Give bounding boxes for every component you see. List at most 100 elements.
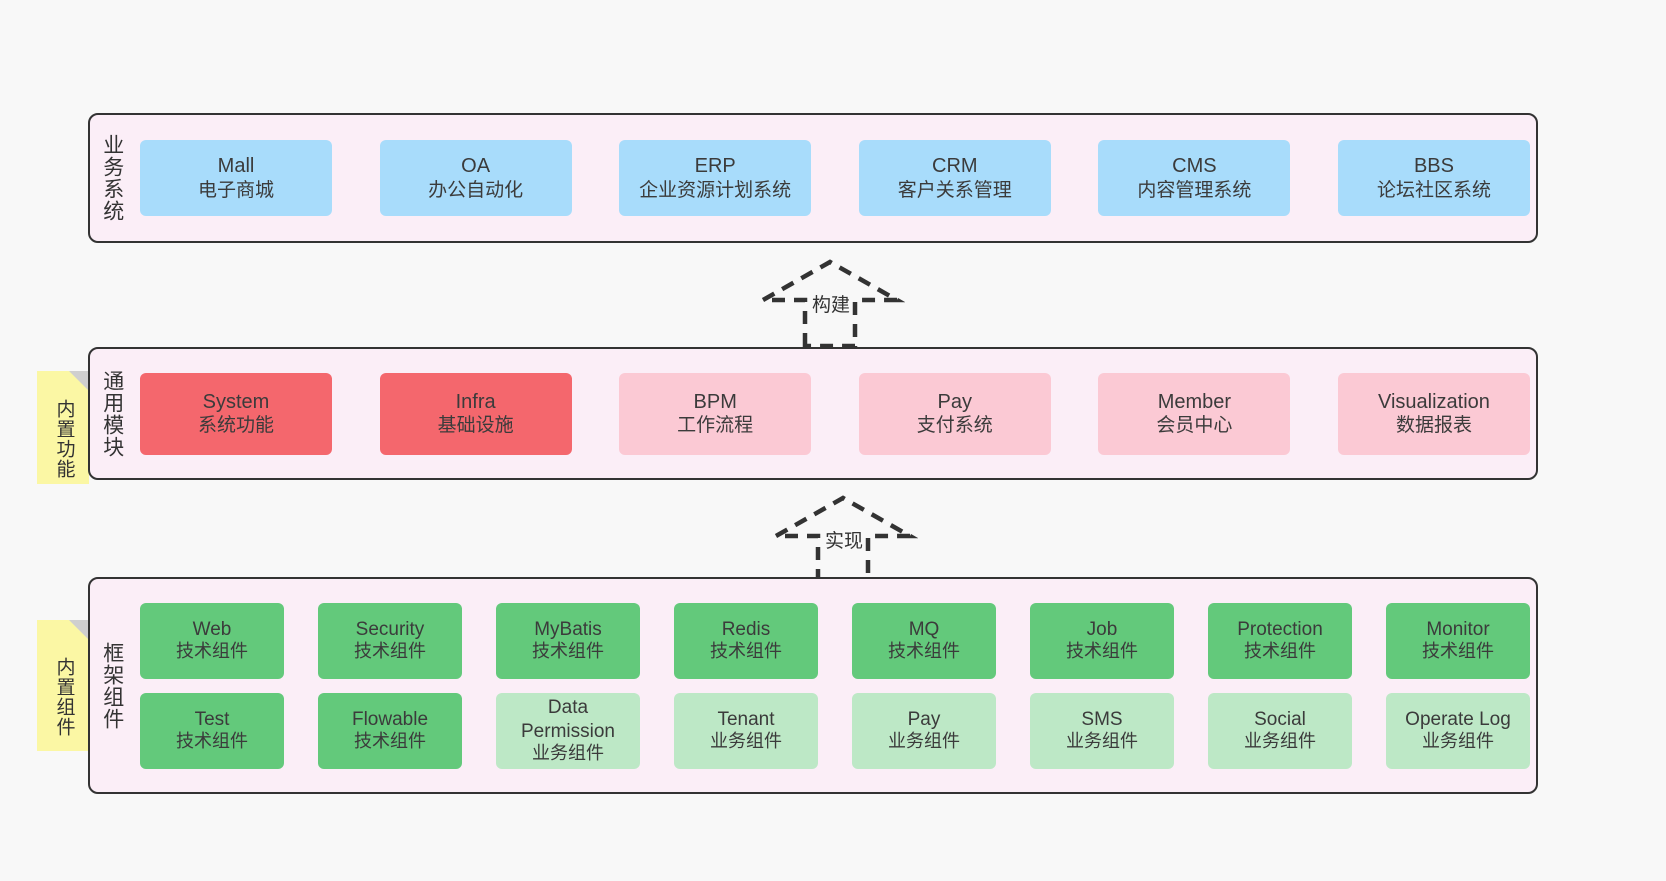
component-row-2: Test 技术组件 Flowable 技术组件 Data Permission … (140, 692, 1530, 769)
card-erp[interactable]: ERP 企业资源计划系统 (619, 140, 812, 216)
card-security[interactable]: Security 技术组件 (318, 602, 462, 679)
card-title-en: ERP (694, 155, 736, 178)
sticky-fold-corner (69, 620, 89, 640)
arrow-build-label: 构建 (812, 295, 851, 316)
layer-body-common-module: System 系统功能 Infra 基础设施 BPM 工作流程 Pay 支付系统… (134, 349, 1536, 478)
card-title-cn: 企业资源计划系统 (639, 179, 792, 201)
layer-framework-component: 框架组件 Web 技术组件 Security 技术组件 MyBatis 技术组件 (88, 577, 1538, 794)
card-title-cn: 业务组件 (1066, 731, 1138, 752)
card-title-cn: 业务组件 (532, 742, 604, 763)
card-cms[interactable]: CMS 内容管理系统 (1098, 140, 1291, 216)
card-title-cn: 业务组件 (710, 731, 782, 752)
card-title-cn: 技术组件 (1422, 641, 1494, 662)
card-title-en: Security (355, 618, 425, 640)
card-title-en: Data Permission (521, 697, 615, 742)
card-title-en: Operate Log (1405, 708, 1511, 730)
card-title-en: MQ (908, 618, 940, 640)
card-pay-module[interactable]: Pay 支付系统 (858, 372, 1051, 455)
card-oa[interactable]: OA 办公自动化 (379, 140, 572, 216)
arrow-build-shape (754, 259, 906, 349)
card-redis[interactable]: Redis 技术组件 (674, 602, 818, 679)
component-rows: Web 技术组件 Security 技术组件 MyBatis 技术组件 Redi… (140, 589, 1530, 783)
card-title-cn: 技术组件 (176, 641, 248, 662)
card-title-cn: 技术组件 (176, 731, 248, 752)
card-bbs[interactable]: BBS 论坛社区系统 (1337, 140, 1530, 216)
card-pay-component[interactable]: Pay 业务组件 (852, 692, 996, 769)
card-test[interactable]: Test 技术组件 (140, 692, 284, 769)
card-tenant[interactable]: Tenant 业务组件 (674, 692, 818, 769)
card-title-en: Social (1254, 708, 1306, 730)
card-sms[interactable]: SMS 业务组件 (1030, 692, 1174, 769)
card-title-cn: 支付系统 (916, 415, 993, 437)
sticky-fold-corner (69, 371, 89, 391)
card-social[interactable]: Social 业务组件 (1208, 692, 1352, 769)
card-title-en: Visualization (1378, 390, 1490, 413)
card-protection[interactable]: Protection 技术组件 (1208, 602, 1352, 679)
sticky-note-text: 内置功能 (53, 398, 75, 479)
card-monitor[interactable]: Monitor 技术组件 (1386, 602, 1530, 679)
card-title-en: System (202, 390, 270, 413)
card-system[interactable]: System 系统功能 (140, 372, 332, 455)
card-member[interactable]: Member 会员中心 (1098, 372, 1291, 455)
card-mybatis[interactable]: MyBatis 技术组件 (496, 602, 640, 679)
card-title-cn: 技术组件 (532, 641, 604, 662)
layer-title-common-module: 通用模块 (100, 369, 124, 458)
arrow-implement (767, 494, 919, 585)
card-title-cn: 电子商城 (197, 179, 274, 201)
card-crm[interactable]: CRM 客户关系管理 (858, 140, 1051, 216)
card-visualization[interactable]: Visualization 数据报表 (1337, 372, 1530, 455)
card-title-en: BBS (1413, 155, 1454, 178)
layer-title-business-system: 业务系统 (100, 134, 124, 222)
card-title-en: SMS (1081, 708, 1123, 730)
card-title-en: Monitor (1426, 618, 1490, 640)
card-title-cn: 论坛社区系统 (1376, 179, 1491, 201)
card-title-en: Tenant (717, 708, 775, 730)
card-title-en: Pay (907, 708, 941, 730)
card-title-en: CMS (1172, 155, 1217, 178)
arrow-implement-shape (767, 495, 919, 585)
card-title-en: Web (192, 618, 232, 640)
card-data-permission[interactable]: Data Permission 业务组件 (496, 692, 640, 769)
card-title-en: BPM (693, 390, 737, 413)
card-title-en: Job (1086, 618, 1118, 640)
card-bpm[interactable]: BPM 工作流程 (619, 372, 812, 455)
module-card-row: System 系统功能 Infra 基础设施 BPM 工作流程 Pay 支付系统… (140, 372, 1530, 455)
card-title-en: Member (1157, 390, 1232, 413)
card-infra[interactable]: Infra 基础设施 (379, 372, 572, 455)
card-title-cn: 系统功能 (197, 415, 274, 437)
card-title-cn: 办公自动化 (428, 179, 524, 201)
card-job[interactable]: Job 技术组件 (1030, 602, 1174, 679)
component-row-1: Web 技术组件 Security 技术组件 MyBatis 技术组件 Redi… (140, 602, 1530, 679)
card-web[interactable]: Web 技术组件 (140, 602, 284, 679)
layer-business-system: 业务系统 Mall 电子商城 OA 办公自动化 ERP 企业资源计划系统 CRM… (88, 113, 1538, 243)
arrow-implement-label: 实现 (825, 531, 864, 552)
sticky-note-builtin-features: 内置功能 (37, 371, 89, 484)
layer-body-business-system: Mall 电子商城 OA 办公自动化 ERP 企业资源计划系统 CRM 客户关系… (134, 115, 1536, 241)
sticky-note-builtin-components: 内置组件 (37, 620, 89, 751)
card-title-cn: 技术组件 (354, 731, 426, 752)
card-title-cn: 基础设施 (437, 415, 514, 437)
card-title-cn: 内容管理系统 (1137, 179, 1252, 201)
card-title-en: MyBatis (534, 618, 602, 640)
layer-title-framework-component: 框架组件 (100, 641, 124, 730)
card-title-en: OA (461, 155, 491, 178)
card-title-cn: 技术组件 (1066, 641, 1138, 662)
card-title-cn: 客户关系管理 (897, 179, 1012, 201)
card-title-cn: 工作流程 (677, 415, 754, 437)
card-title-cn: 业务组件 (888, 731, 960, 752)
card-title-cn: 数据报表 (1395, 415, 1472, 437)
card-title-cn: 技术组件 (354, 641, 426, 662)
business-card-row: Mall 电子商城 OA 办公自动化 ERP 企业资源计划系统 CRM 客户关系… (140, 140, 1530, 216)
arrow-build (754, 258, 906, 349)
card-title-en: Protection (1237, 618, 1323, 640)
card-operate-log[interactable]: Operate Log 业务组件 (1386, 692, 1530, 769)
layer-common-module: 通用模块 System 系统功能 Infra 基础设施 BPM 工作流程 Pay… (88, 347, 1538, 480)
card-mall[interactable]: Mall 电子商城 (140, 140, 332, 216)
card-title-en: Mall (217, 155, 255, 178)
card-title-cn: 技术组件 (888, 641, 960, 662)
card-mq[interactable]: MQ 技术组件 (852, 602, 996, 679)
card-flowable[interactable]: Flowable 技术组件 (318, 692, 462, 769)
layer-body-framework-component: Web 技术组件 Security 技术组件 MyBatis 技术组件 Redi… (134, 579, 1536, 792)
card-title-en: Flowable (351, 708, 429, 730)
